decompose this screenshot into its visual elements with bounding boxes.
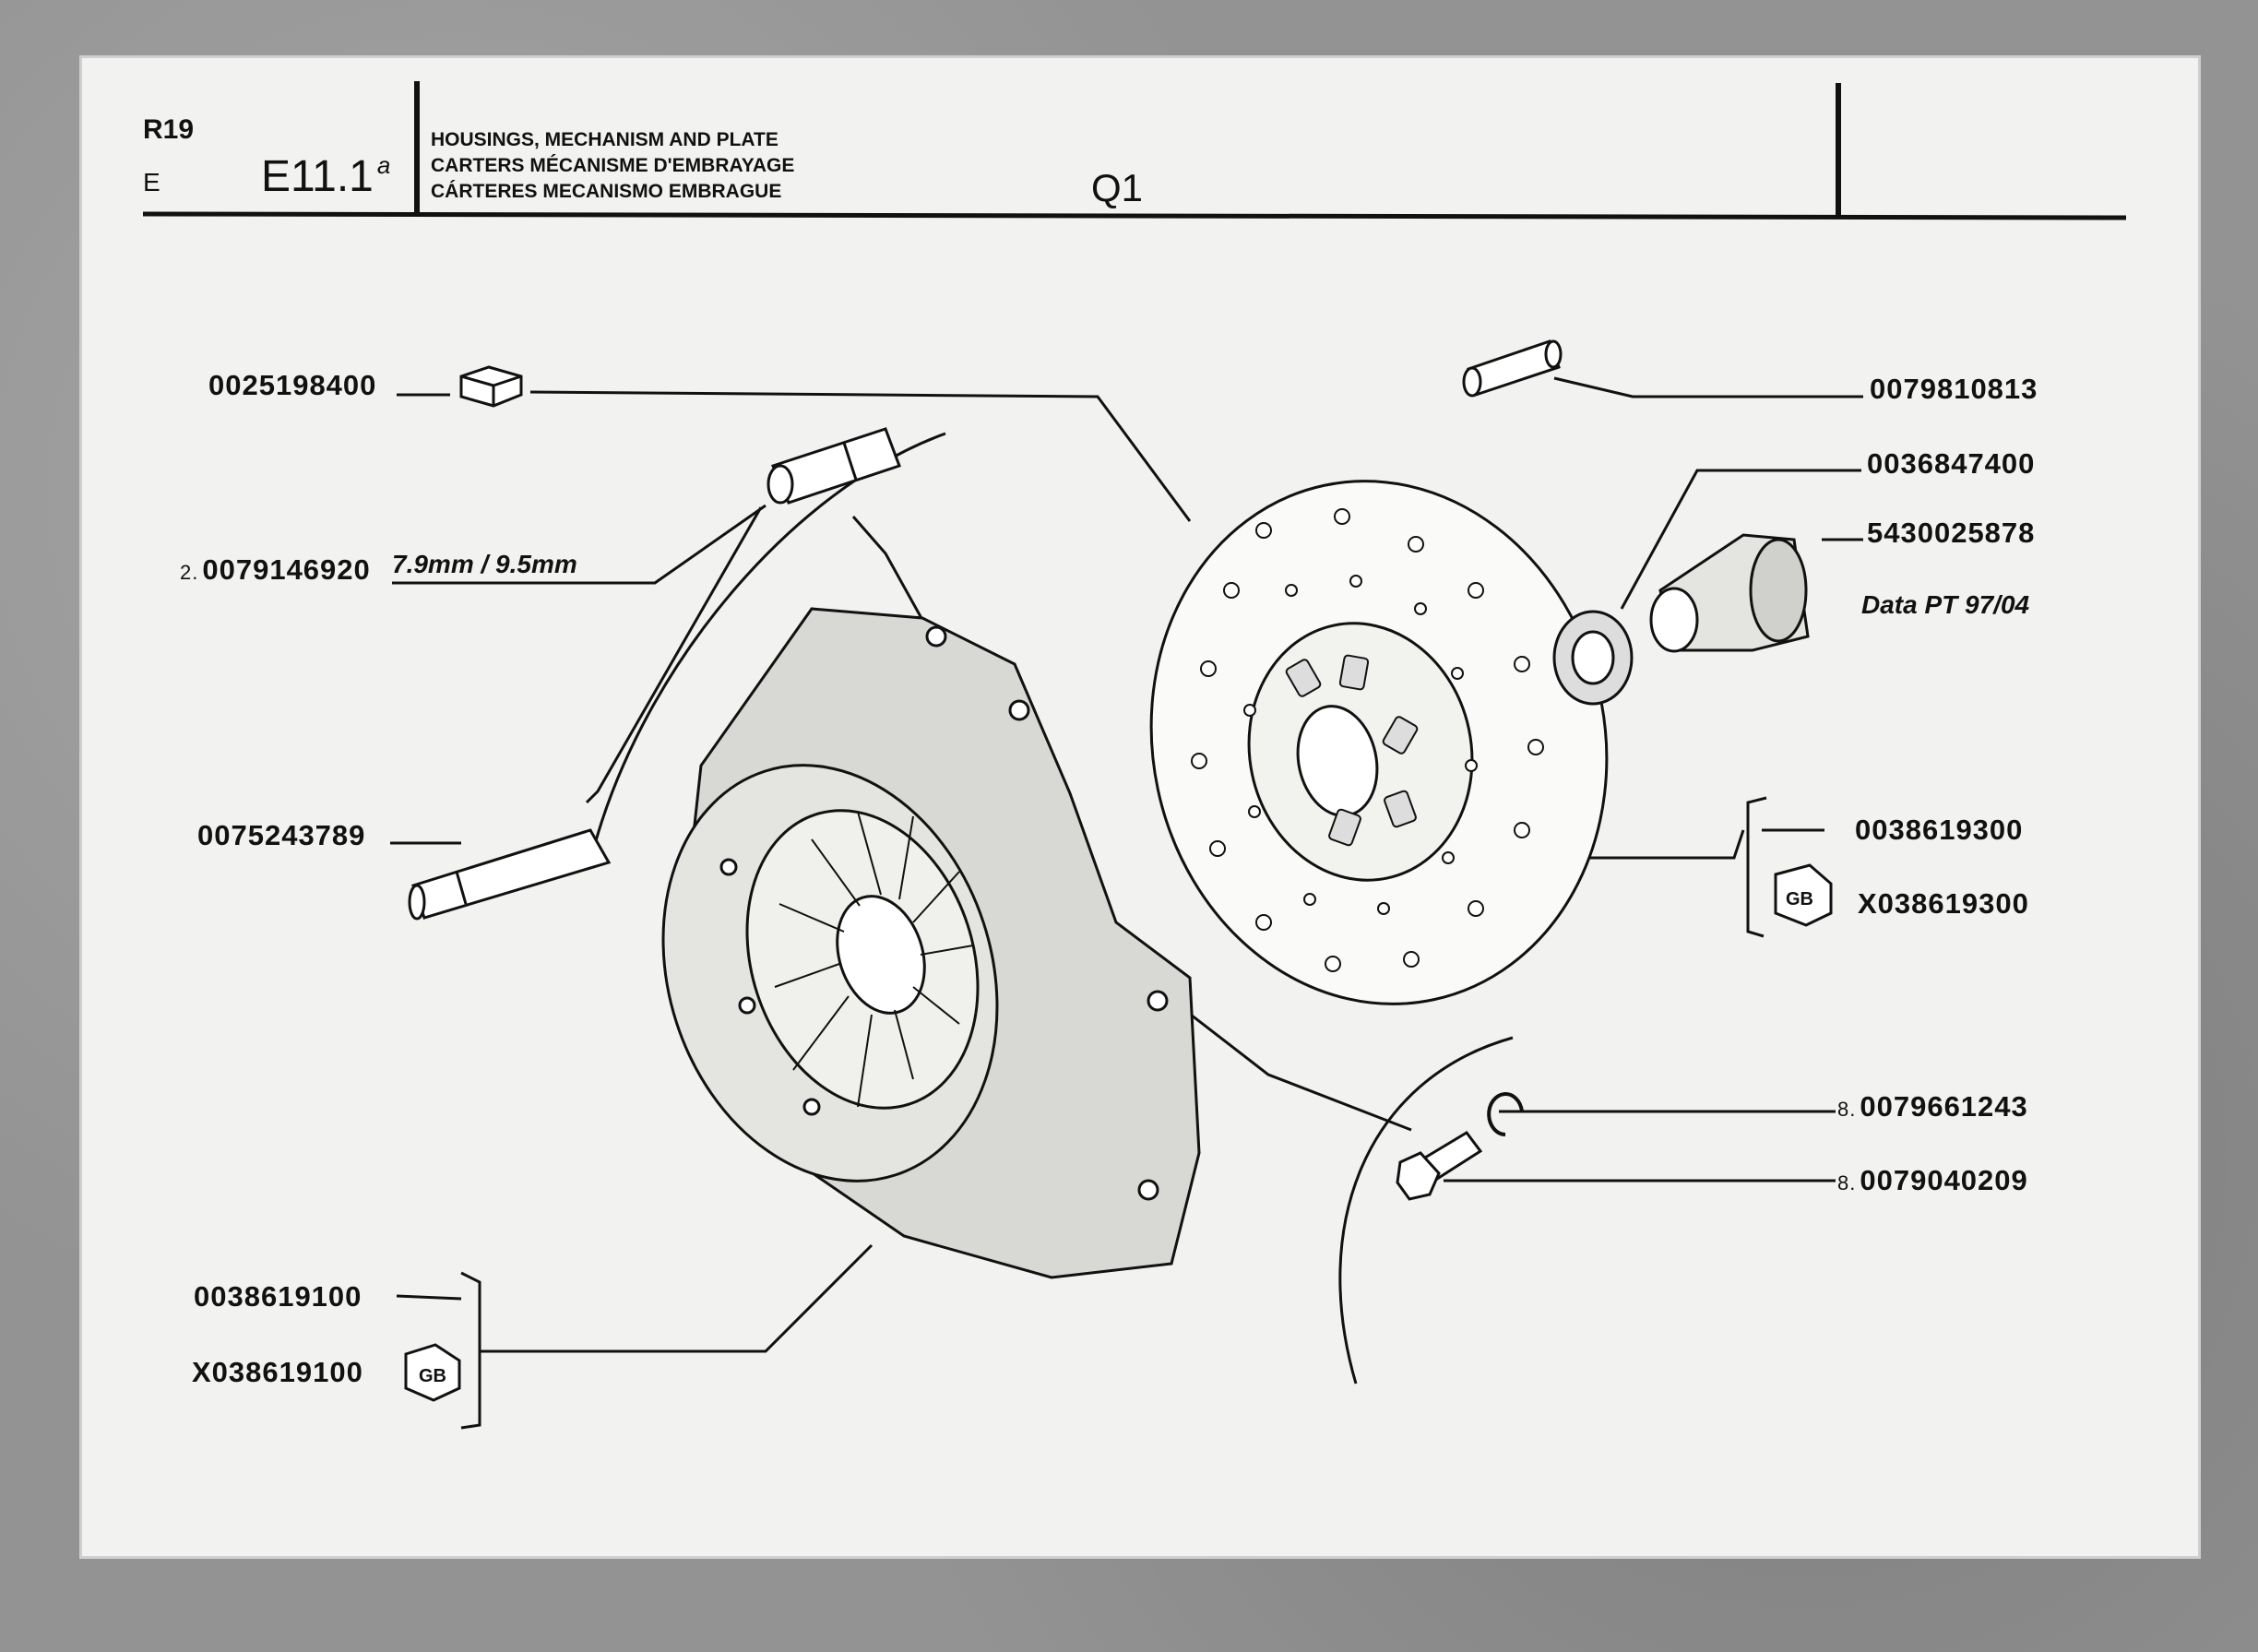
bolt — [1396, 1131, 1483, 1201]
date-note: Data PT 97/04 — [1861, 590, 2030, 619]
part-prefix: 8. — [1837, 1098, 1857, 1121]
leader-lines — [390, 376, 1863, 1430]
part-number: 5430025878 — [1867, 517, 2036, 549]
part-number: X038619100 — [192, 1356, 363, 1388]
gb-badge-disc-text: GB — [1786, 889, 1813, 909]
part-number: 0036847400 — [1867, 447, 2036, 480]
part-label: 8.0079661243 — [1837, 1090, 2028, 1123]
spring-pin — [1462, 339, 1563, 398]
part-number: 0079146920 — [202, 553, 371, 586]
part-number: 0079040209 — [1860, 1164, 2028, 1196]
title-spanish: CÁRTERES MECANISMO EMBRAGUE — [431, 181, 782, 202]
circlip — [1487, 1092, 1524, 1136]
part-label: 0038619300 — [1851, 814, 2023, 847]
part-number: 0025198400 — [208, 369, 377, 401]
clutch-disc — [1149, 480, 1609, 1005]
dowel-size-note: 7.9mm / 9.5mm — [392, 550, 577, 578]
part-prefix: 8. — [1837, 1171, 1857, 1194]
key-part — [459, 365, 523, 408]
part-number: 0038619300 — [1855, 814, 2024, 846]
part-number: 0075243789 — [197, 819, 366, 851]
catalog-sheet — [79, 55, 2201, 1559]
part-label: 0079810813 — [1866, 373, 2038, 406]
type-code: E — [143, 168, 160, 196]
title-english: HOUSINGS, MECHANISM AND PLATE — [431, 129, 778, 150]
part-label: 0075243789 — [194, 819, 365, 852]
dowel-pin — [767, 427, 901, 505]
part-label: 2.0079146920 — [180, 553, 371, 587]
release-bearing — [1552, 610, 1634, 706]
alignment-shaft — [408, 828, 612, 921]
part-label: 0036847400 — [1863, 447, 2035, 481]
part-label: 8.0079040209 — [1837, 1164, 2028, 1197]
part-label: X038619300 — [1854, 887, 2029, 921]
part-number: 0079810813 — [1870, 373, 2038, 405]
title-french: CARTERS MÉCANISME D'EMBRAYAGE — [431, 155, 795, 176]
gb-badge-cover: GB — [404, 1343, 461, 1402]
part-label: 0038619100 — [190, 1280, 362, 1313]
guide-sleeve — [1649, 533, 1810, 653]
part-label: X038619100 — [188, 1356, 363, 1389]
section-suffix: a — [376, 151, 391, 179]
gb-badge-disc: GB — [1774, 863, 1833, 927]
clutch-cover — [661, 607, 1201, 1279]
part-label: 5430025878 — [1863, 517, 2035, 550]
section-number: E11.1 — [261, 152, 374, 201]
part-number: 0079661243 — [1860, 1090, 2028, 1123]
part-label: 0025198400 — [205, 369, 376, 402]
page-code: Q1 — [1091, 166, 1144, 209]
header-rules — [142, 81, 2127, 220]
part-prefix: 2. — [180, 561, 199, 584]
part-number: X038619300 — [1858, 887, 2029, 920]
model-code: R19 — [143, 114, 195, 145]
part-number: 0038619100 — [194, 1280, 362, 1313]
gb-badge-cover-text: GB — [419, 1366, 446, 1386]
